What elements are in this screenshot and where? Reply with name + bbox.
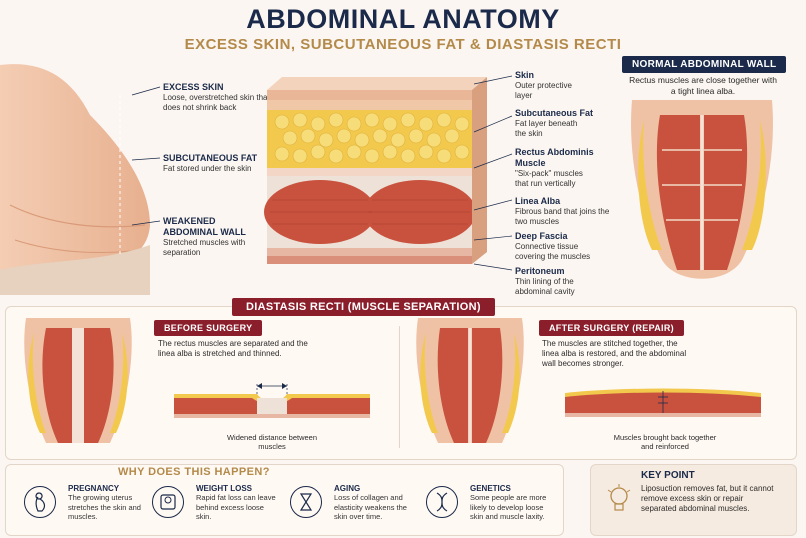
why-item-weight-loss: WEIGHT LOSS Rapid fat loss can leave beh… <box>196 484 276 521</box>
key-point-text: Liposuction removes fat, but it cannot r… <box>641 484 774 513</box>
after-surgery-text: The muscles are stitched together, the l… <box>542 339 687 368</box>
callout-subcutaneous-fat: SUBCUTANEOUS FAT Fat stored under the sk… <box>163 153 258 173</box>
why-item-aging: AGING Loss of collagen and elasticity we… <box>334 484 407 521</box>
before-torso-illustration <box>24 318 132 443</box>
key-point-panel <box>590 464 797 536</box>
normal-wall-badge: NORMAL ABDOMINAL WALL <box>622 56 787 73</box>
why-item-pregnancy: PREGNANCY The growing uterus stretches t… <box>68 484 141 521</box>
callout-excess-skin: EXCESS SKIN Loose, overstretched skin th… <box>163 82 270 112</box>
dna-icon <box>426 486 458 518</box>
normal-wall-text: Rectus muscles are close together with a… <box>629 75 777 96</box>
callout-weakened-wall: WEAKENED ABDOMINAL WALL Stretched muscle… <box>163 216 246 257</box>
torso-side-illustration <box>0 64 150 295</box>
why-panel <box>5 464 564 536</box>
layer-deep-fascia: Deep Fascia Connective tissue covering t… <box>515 231 591 261</box>
page-subtitle: EXCESS SKIN, SUBCUTANEOUS FAT & DIASTASI… <box>184 36 622 53</box>
layer-rectus: Rectus Abdominis Muscle "Six-pack" muscl… <box>515 147 594 188</box>
hourglass-icon <box>290 486 322 518</box>
before-surgery-text: The rectus muscles are separated and the… <box>158 339 308 358</box>
layer-subcutaneous-fat: Subcutaneous Fat Fat layer beneath the s… <box>515 108 594 138</box>
before-surgery-badge: BEFORE SURGERY <box>154 320 263 336</box>
after-torso-illustration <box>416 318 524 443</box>
layer-peritoneum: Peritoneum Thin lining of the abdominal … <box>515 266 575 296</box>
lightbulb-icon <box>606 484 632 523</box>
layer-linea-alba: Linea Alba Fibrous band that joins the t… <box>515 196 610 226</box>
before-caption: Widened distance between muscles <box>226 433 318 451</box>
key-point-heading: KEY POINT <box>641 470 695 481</box>
diastasis-divider <box>399 326 400 448</box>
after-caption: Muscles brought back together and reinfo… <box>613 433 717 451</box>
why-item-genetics: GENETICS Some people are more likely to … <box>470 484 547 521</box>
layer-skin: Skin Outer protective layer <box>515 70 572 100</box>
before-section-illustration <box>174 383 370 418</box>
why-title: WHY DOES THIS HAPPEN? <box>118 466 270 478</box>
pregnancy-icon <box>24 486 56 518</box>
page-title: ABDOMINAL ANATOMY <box>246 4 560 34</box>
scale-icon <box>152 486 184 518</box>
layer-leader-lines <box>473 75 513 271</box>
after-surgery-badge: AFTER SURGERY (REPAIR) <box>539 320 684 336</box>
normal-wall-illustration <box>631 100 773 279</box>
diastasis-banner: DIASTASIS RECTI (MUSCLE SEPARATION) <box>232 298 495 316</box>
after-section-illustration <box>565 388 761 417</box>
cross-section-illustration <box>264 77 487 264</box>
callout-lines <box>131 86 161 226</box>
